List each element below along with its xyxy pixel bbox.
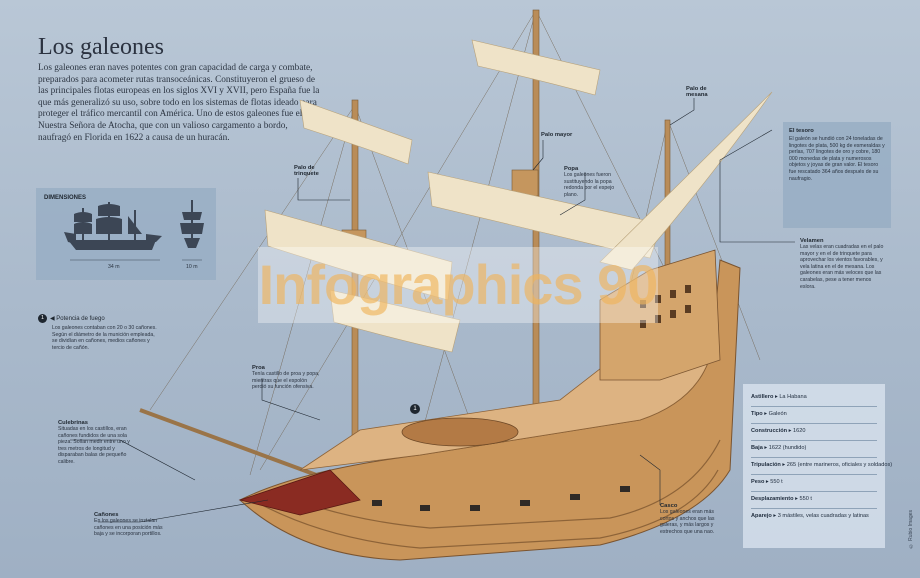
spec-row: Tipo ▸ Galeón (751, 406, 877, 423)
spec-value: Galeón (768, 411, 787, 417)
spec-key: Tripulación (751, 462, 781, 468)
marker-1-legend: 1 (38, 314, 47, 323)
spec-key: Peso (751, 479, 765, 485)
spec-key: Baja (751, 445, 763, 451)
spec-key: Desplazamiento (751, 496, 794, 502)
spec-value: La Habana (779, 394, 807, 400)
label-palo-mesana: Palo de mesana (686, 86, 708, 98)
spec-row: Astillero ▸ La Habana (751, 390, 877, 406)
marker-1-ship: 1 (410, 404, 420, 414)
spec-key: Tipo (751, 411, 763, 417)
intro-text: Los galeones eran naves potentes con gra… (38, 63, 320, 143)
potencia-title: ◀ Potencia de fuego (50, 316, 105, 322)
spec-row: Construcción ▸ 1620 (751, 423, 877, 440)
tesoro-text: El galeón se hundió con 24 toneladas de … (789, 136, 885, 182)
spec-arrow-icon: ▸ (764, 479, 771, 485)
spec-value: 265 (entre marineros, oficiales y soldad… (786, 462, 893, 468)
spec-key: Astillero (751, 394, 774, 400)
popa-text: Los galeones fueron sustituyendo la popa… (564, 172, 615, 198)
callout-proa: Proa Tenía castillo de proa y popa, mien… (252, 365, 320, 391)
culebrinas-text: Situadas en los castillos, eran cañones … (58, 426, 130, 465)
spec-value: 550 t (799, 496, 812, 502)
callout-velamen: Velamen Las velas eran cuadradas en el p… (800, 238, 886, 290)
beam-value: 10 m (186, 264, 198, 270)
spec-row: Tripulación ▸ 265 (entre marineros, ofic… (751, 457, 892, 474)
dimensions-silhouettes (64, 200, 204, 261)
proa-title: Proa (252, 365, 265, 371)
spec-row: Desplazamiento ▸ 550 t (751, 491, 877, 508)
potencia-text: Los galeones contaban con 20 o 30 cañone… (52, 325, 157, 351)
callout-potencia-fuego: 1 ◀ Potencia de fuego Los galeones conta… (38, 314, 158, 351)
velamen-text: Las velas eran cuadradas en el palo mayo… (800, 244, 884, 290)
canones-title: Cañones (94, 512, 119, 518)
callout-popa: Popa Los galeones fueron sustituyendo la… (564, 166, 624, 198)
culebrinas-title: Culebrinas (58, 420, 88, 426)
spec-key: Aparejo (751, 513, 772, 519)
spec-arrow-icon: ▸ (773, 394, 780, 400)
spec-arrow-icon: ▸ (762, 445, 769, 451)
length-value: 34 m (108, 264, 120, 270)
label-palo-mayor: Palo mayor (541, 132, 573, 138)
callout-canones: Cañones En los galeones se instalan caño… (94, 512, 170, 538)
spec-value: 3 mástiles, velas cuadradas y latinas (777, 513, 869, 519)
tesoro-box: El tesoro El galeón se hundió con 24 ton… (783, 122, 891, 228)
popa-title: Popa (564, 166, 579, 172)
spec-row: Baja ▸ 1622 (hundido) (751, 440, 877, 457)
page-title: Los galeones (38, 34, 164, 60)
spec-arrow-icon: ▸ (762, 411, 769, 417)
callout-culebrinas: Culebrinas Situadas en los castillos, er… (58, 420, 130, 466)
spec-arrow-icon: ▸ (771, 513, 778, 519)
spec-key: Construcción (751, 428, 788, 434)
tesoro-title: El tesoro (789, 128, 814, 134)
spec-value: 1620 (792, 428, 806, 434)
spec-value: 1622 (hundido) (768, 445, 807, 451)
callout-casco: Casco Los galeones eran más cortos y anc… (660, 503, 726, 535)
spec-arrow-icon: ▸ (780, 462, 787, 468)
credit: © Rubio Images (908, 509, 914, 548)
velamen-title: Velamen (800, 238, 824, 244)
casco-title: Casco (660, 503, 678, 509)
dimensions-heading: DIMENSIONES (44, 195, 87, 201)
dimensions-box: DIMENSIONES 34 m 10 m (36, 188, 216, 280)
spec-value: 550 t (770, 479, 783, 485)
spec-arrow-icon: ▸ (793, 496, 800, 502)
spec-row: Peso ▸ 550 t (751, 474, 877, 491)
label-palo-trinquete: Palo de trinquete (294, 165, 319, 177)
canones-text: En los galeones se instalan cañones en u… (94, 518, 163, 538)
proa-text: Tenía castillo de proa y popa, mientras … (252, 371, 320, 391)
spec-row: Aparejo ▸ 3 mástiles, velas cuadradas y … (751, 508, 877, 525)
spec-arrow-icon: ▸ (787, 428, 793, 434)
watermark: Infographics 90 (258, 247, 658, 323)
casco-text: Los galeones eran más cortos y anchos qu… (660, 509, 715, 535)
